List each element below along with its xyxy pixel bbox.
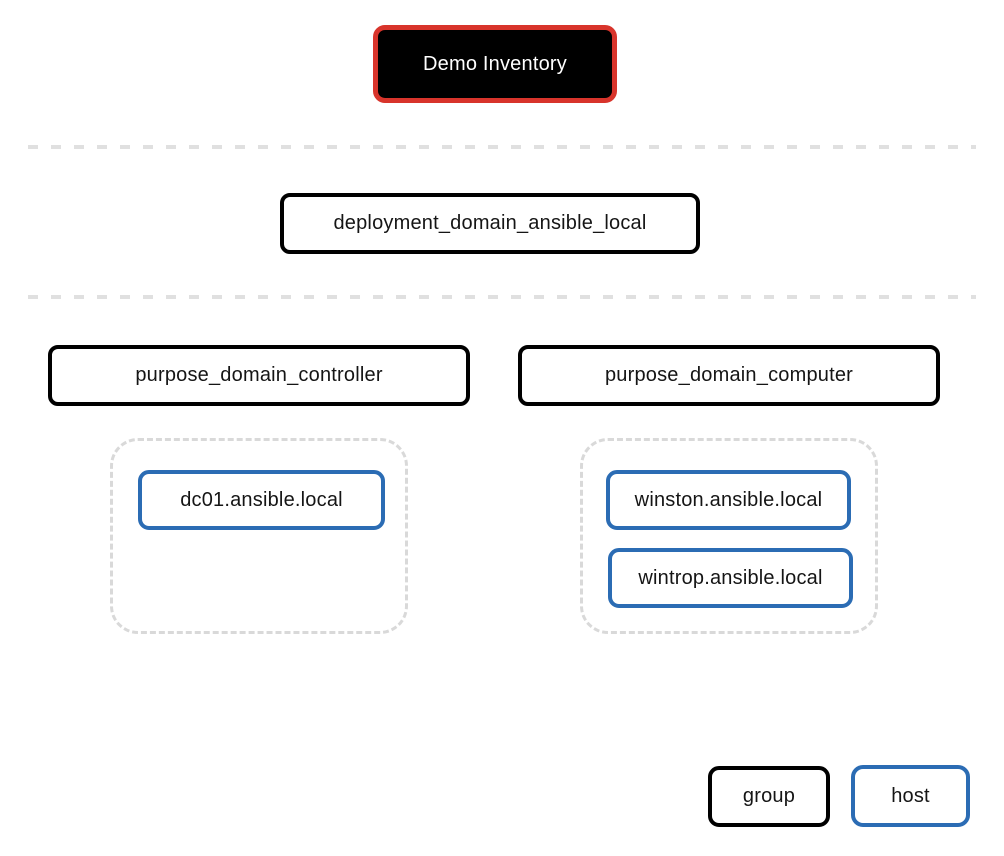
group-node-purpose-domain-computer: purpose_domain_computer bbox=[518, 345, 940, 406]
group-node-label: deployment_domain_ansible_local bbox=[333, 212, 647, 234]
group-node-label: purpose_domain_computer bbox=[604, 364, 854, 386]
group-node-purpose-domain-controller: purpose_domain_controller bbox=[48, 345, 470, 406]
host-node-dc01: dc01.ansible.local bbox=[138, 470, 385, 530]
inventory-node-label: Demo Inventory bbox=[423, 52, 567, 75]
host-node-winston: winston.ansible.local bbox=[606, 470, 851, 530]
legend-group-swatch: group bbox=[708, 766, 830, 827]
group-node-deployment-domain: deployment_domain_ansible_local bbox=[280, 193, 700, 254]
host-cluster-controller: dc01.ansible.local bbox=[110, 438, 408, 634]
host-node-label: winston.ansible.local bbox=[634, 488, 823, 511]
host-node-wintrop: wintrop.ansible.local bbox=[608, 548, 853, 608]
tier-separator-top bbox=[28, 145, 976, 149]
legend-host-swatch: host bbox=[851, 765, 970, 827]
inventory-node-demo-inventory: Demo Inventory bbox=[373, 25, 617, 103]
tier-separator-bottom bbox=[28, 295, 976, 299]
host-cluster-computer: winston.ansible.local wintrop.ansible.lo… bbox=[580, 438, 878, 634]
legend-host-label: host bbox=[891, 784, 930, 807]
host-node-label: wintrop.ansible.local bbox=[638, 566, 823, 589]
group-node-label: purpose_domain_controller bbox=[135, 364, 383, 386]
host-node-label: dc01.ansible.local bbox=[180, 488, 343, 511]
legend-group-label: group bbox=[742, 785, 796, 807]
